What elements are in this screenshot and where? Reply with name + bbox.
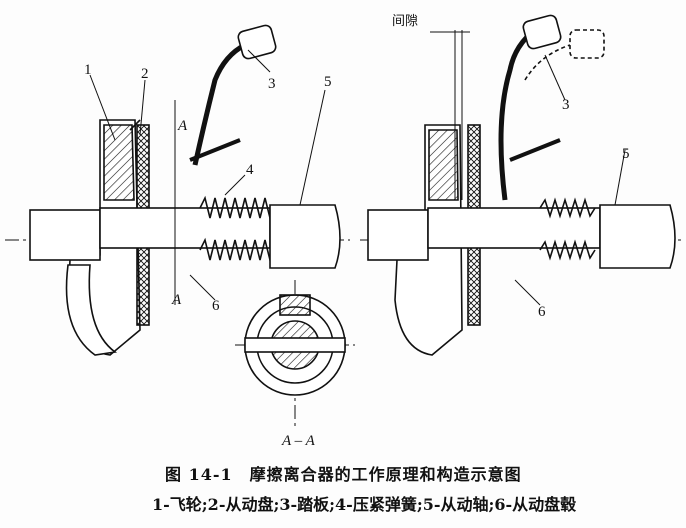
figure-caption-legend: 1-飞轮;2-从动盘;3-踏板;4-压紧弹簧;5-从动轴;6-从动盘毂 bbox=[152, 495, 577, 514]
section-a-a-drawing bbox=[235, 280, 355, 430]
left-clutch-assembly bbox=[5, 24, 350, 356]
pedal-lever bbox=[192, 42, 247, 166]
gap-label: 间隙 bbox=[392, 13, 419, 28]
label-3-pedal: 3 bbox=[268, 76, 276, 92]
spring-4 bbox=[199, 195, 276, 263]
section-mark-top: A bbox=[178, 118, 188, 134]
label-5-shaft: 5 bbox=[324, 74, 332, 90]
label-6-hub: 6 bbox=[212, 298, 220, 314]
label-3-pedal-right: 3 bbox=[562, 97, 570, 113]
section-mark-bottom: A bbox=[172, 292, 182, 308]
driven-shaft-5 bbox=[269, 204, 341, 269]
pedal-3 bbox=[237, 24, 277, 60]
section-a-a-label: A – A bbox=[282, 433, 315, 449]
right-clutch-assembly bbox=[360, 14, 685, 356]
hub bbox=[99, 207, 271, 249]
label-5-shaft-right: 5 bbox=[622, 146, 630, 162]
label-4-spring: 4 bbox=[246, 162, 254, 178]
left-shaft-input bbox=[29, 209, 101, 261]
figure-caption-title: 图 14-1 摩擦离合器的工作原理和构造示意图 bbox=[165, 465, 522, 484]
label-1-flywheel: 1 bbox=[84, 62, 92, 78]
label-6-hub-right: 6 bbox=[538, 304, 546, 320]
label-2-driven-disc: 2 bbox=[141, 66, 149, 82]
